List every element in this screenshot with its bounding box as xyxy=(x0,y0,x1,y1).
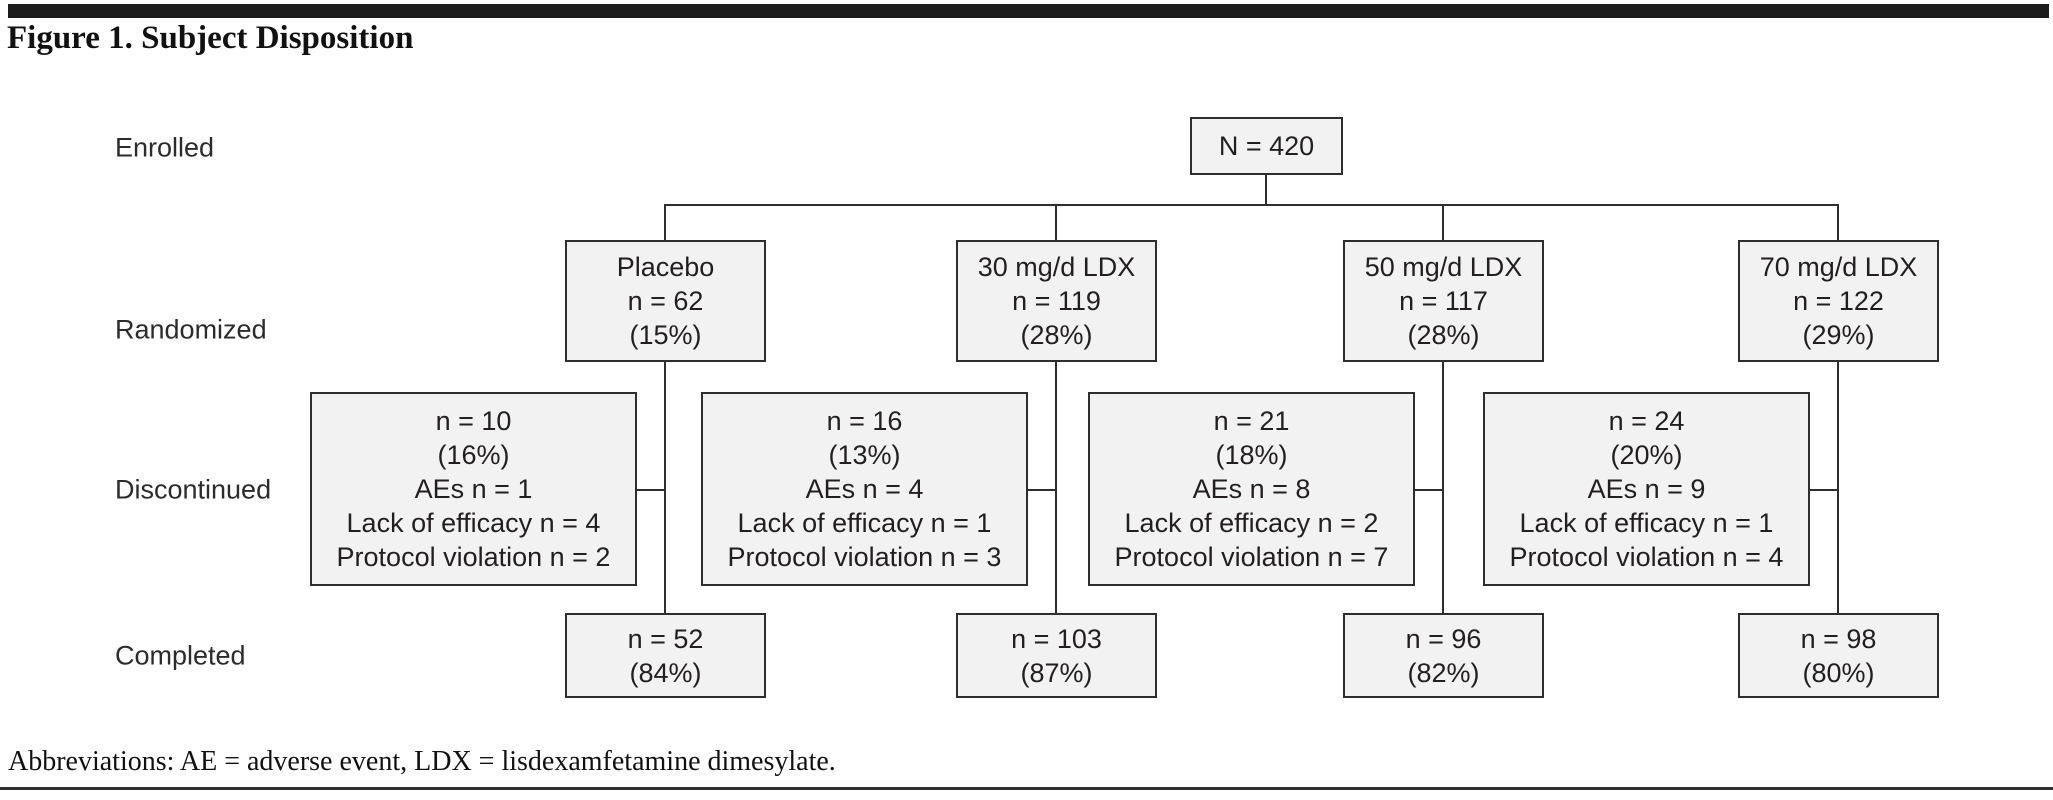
row-label-enrolled: Enrolled xyxy=(115,132,215,163)
connector-stub-ldx30 xyxy=(1026,489,1057,491)
connector-distribution-bar xyxy=(664,204,1839,206)
connector-column-ldx30 xyxy=(1055,360,1057,615)
discontinued-box-placebo: n = 10 (16%) AEs n = 1 Lack of efficacy … xyxy=(310,392,637,586)
randomized-box-ldx70: 70 mg/d LDX n = 122 (29%) xyxy=(1738,240,1939,362)
figure-title: Figure 1. Subject Disposition xyxy=(7,20,414,56)
connector-column-placebo xyxy=(664,360,666,615)
randomized-box-placebo: Placebo n = 62 (15%) xyxy=(565,240,766,362)
connector-drop-ldx30 xyxy=(1055,204,1057,242)
connector-column-ldx70 xyxy=(1837,360,1839,615)
top-rule xyxy=(8,4,2049,18)
row-label-randomized: Randomized xyxy=(115,314,267,345)
connector-enrolled-stem xyxy=(1265,173,1267,206)
connector-stub-ldx50 xyxy=(1413,489,1444,491)
randomized-box-ldx30: 30 mg/d LDX n = 119 (28%) xyxy=(956,240,1157,362)
connector-drop-ldx50 xyxy=(1442,204,1444,242)
connector-drop-ldx70 xyxy=(1837,204,1839,242)
discontinued-box-ldx50: n = 21 (18%) AEs n = 8 Lack of efficacy … xyxy=(1088,392,1415,586)
enrolled-box: N = 420 xyxy=(1190,117,1343,175)
completed-box-placebo: n = 52 (84%) xyxy=(565,613,766,698)
connector-column-ldx50 xyxy=(1442,360,1444,615)
completed-box-ldx30: n = 103 (87%) xyxy=(956,613,1157,698)
row-label-discontinued: Discontinued xyxy=(115,474,272,505)
bottom-rule xyxy=(0,787,2053,790)
completed-box-ldx70: n = 98 (80%) xyxy=(1738,613,1939,698)
row-label-completed: Completed xyxy=(115,640,246,671)
abbreviations-note: Abbreviations: AE = adverse event, LDX =… xyxy=(8,746,836,777)
completed-box-ldx50: n = 96 (82%) xyxy=(1343,613,1544,698)
discontinued-box-ldx70: n = 24 (20%) AEs n = 9 Lack of efficacy … xyxy=(1483,392,1810,586)
discontinued-box-ldx30: n = 16 (13%) AEs n = 4 Lack of efficacy … xyxy=(701,392,1028,586)
connector-stub-ldx70 xyxy=(1808,489,1839,491)
connector-stub-placebo xyxy=(635,489,666,491)
connector-drop-placebo xyxy=(664,204,666,242)
randomized-box-ldx50: 50 mg/d LDX n = 117 (28%) xyxy=(1343,240,1544,362)
